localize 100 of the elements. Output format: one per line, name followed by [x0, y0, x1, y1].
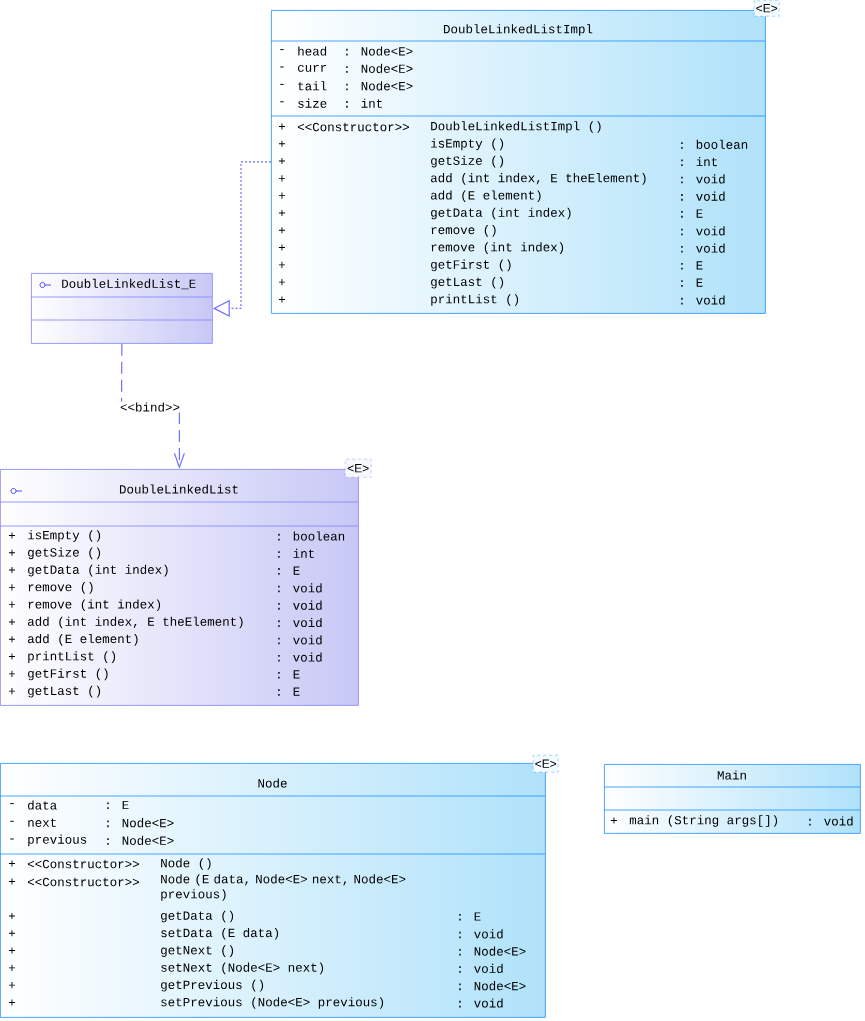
visibility-sign: +: [278, 244, 285, 251]
visibility-sign: +: [8, 964, 15, 971]
visibility-sign: +: [8, 567, 15, 574]
return-type: : boolean: [681, 139, 748, 149]
method-name: getData (): [161, 910, 234, 923]
method-name: main (String args[]): [629, 815, 778, 827]
visibility-sign: -: [280, 83, 284, 85]
return-type: : int: [681, 157, 717, 167]
return-type: : void: [459, 998, 503, 1008]
return-type: : E: [278, 566, 300, 575]
method-name: remove (): [28, 582, 93, 594]
class-name: Node: [258, 778, 287, 788]
stereotype-label: <<Constructor>>: [297, 122, 409, 132]
method-name: setData (E data): [161, 927, 279, 940]
return-type: : E: [278, 687, 300, 696]
return-type: : void: [278, 600, 322, 610]
attribute-name: next: [28, 818, 56, 827]
attribute-type: : Node<E>: [346, 46, 413, 56]
visibility-sign: -: [10, 838, 14, 840]
method-name: getSize (): [431, 155, 504, 168]
attribute-name: curr: [298, 65, 327, 72]
method-name: getData (int index): [431, 207, 571, 220]
attribute-type: : Node<E>: [346, 81, 413, 91]
visibility-sign: +: [8, 982, 15, 989]
visibility-sign: +: [278, 123, 285, 130]
visibility-sign: +: [8, 999, 15, 1006]
visibility-sign: +: [278, 209, 285, 216]
return-type: : void: [809, 816, 853, 826]
visibility-sign: -: [280, 49, 284, 51]
visibility-sign: +: [8, 688, 15, 695]
visibility-sign: +: [8, 860, 15, 867]
edge-label: <<bind>>: [119, 401, 181, 413]
method-name: printList (): [431, 294, 519, 306]
return-type: : E: [681, 209, 703, 218]
method-name: getData (int index): [28, 564, 168, 577]
return-type: : void: [681, 226, 725, 236]
method-name: setNext (Node<E> next): [161, 962, 324, 975]
return-type: : E: [459, 912, 481, 921]
attribute-name: head: [298, 46, 327, 56]
visibility-sign: -: [280, 66, 284, 68]
attribute-type: : E: [107, 800, 129, 810]
class-name: DoubleLinkedList: [120, 484, 238, 494]
method-name: getNext (): [161, 945, 234, 957]
visibility-sign: +: [8, 532, 15, 539]
return-type: : void: [278, 635, 322, 645]
visibility-sign: +: [8, 618, 15, 625]
method-name: remove (int index): [431, 242, 564, 254]
return-type: : void: [459, 929, 503, 939]
visibility-sign: +: [278, 140, 285, 147]
template-parameter-box: <E>: [533, 755, 559, 773]
visibility-sign: +: [8, 653, 15, 660]
return-type: : void: [459, 963, 503, 973]
method-name: getFirst (): [28, 668, 108, 681]
method-name: setPrevious (Node<E> previous): [161, 997, 384, 1009]
visibility-sign: +: [278, 158, 285, 165]
visibility-sign: +: [8, 549, 15, 556]
return-type: : void: [681, 191, 725, 201]
return-type: : boolean: [278, 531, 345, 541]
method-name: Node (): [161, 858, 211, 870]
visibility-sign: +: [278, 279, 285, 286]
method-name: isEmpty (): [431, 138, 504, 151]
visibility-sign: -: [10, 803, 14, 805]
visibility-sign: -: [10, 820, 14, 822]
attribute-type: : int: [346, 98, 382, 108]
visibility-sign: +: [278, 175, 285, 182]
stereotype-label: <<Constructor>>: [27, 877, 139, 887]
visibility-sign: +: [278, 296, 285, 303]
visibility-sign: +: [8, 912, 15, 919]
visibility-sign: +: [8, 878, 15, 885]
return-type: : void: [681, 295, 725, 305]
return-type: : E: [278, 670, 300, 679]
class-name: DoubleLinkedListImpl: [443, 24, 593, 36]
visibility-sign: +: [8, 930, 15, 937]
attribute-name: previous: [28, 834, 87, 847]
return-type: : E: [681, 278, 703, 287]
method-name: isEmpty (): [28, 530, 101, 542]
template-parameter-box: <E>: [754, 0, 780, 17]
return-type: : void: [278, 583, 322, 593]
return-type: : void: [278, 652, 322, 662]
return-type: : int: [278, 548, 314, 558]
attribute-type: : Node<E>: [107, 818, 174, 828]
method-name: remove (int index): [28, 599, 161, 612]
method-name: Node (E data, Node<E> next, Node<E> previous): [161, 874, 406, 901]
visibility-sign: +: [8, 584, 15, 591]
return-type: : Node<E>: [459, 981, 526, 991]
method-name: add (int index, E theElement): [28, 616, 243, 629]
visibility-sign: +: [8, 670, 15, 677]
method-name: getFirst (): [431, 259, 511, 272]
class-name: Main: [717, 770, 746, 780]
return-type: : void: [681, 174, 725, 184]
method-name: getPrevious (): [161, 979, 264, 992]
method-name: getSize (): [28, 547, 101, 560]
method-name: getLast (): [28, 685, 101, 698]
visibility-sign: +: [278, 192, 285, 199]
visibility-sign: +: [8, 601, 15, 608]
attribute-name: size: [298, 98, 327, 108]
attribute-name: tail: [298, 81, 327, 91]
method-name: remove (): [431, 225, 496, 237]
return-type: : Node<E>: [459, 946, 526, 956]
method-name: printList (): [28, 651, 116, 663]
